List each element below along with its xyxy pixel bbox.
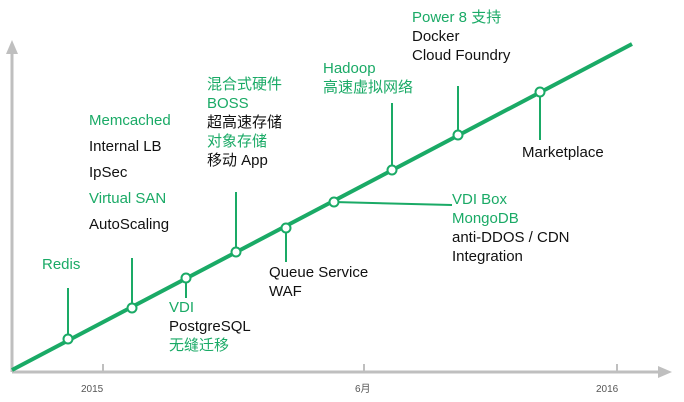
milestone-label-hadoop-1: 高速虚拟网络 xyxy=(323,79,414,96)
milestone-label-memcached-3: Virtual SAN xyxy=(89,190,167,207)
milestone-label-vdibox-1: MongoDB xyxy=(452,210,519,227)
milestone-label-queue-1: WAF xyxy=(269,283,302,300)
milestone-label-hybrid-2: 超高速存储 xyxy=(207,114,283,131)
milestone-label-vdibox-2: anti-DDOS / CDN xyxy=(452,229,570,246)
y-axis-arrow xyxy=(6,40,18,54)
milestone-label-power-0: Power 8 支持 xyxy=(412,9,502,26)
milestone-label-vdi-2: 无缝迁移 xyxy=(169,337,230,354)
milestone-label-power-2: Cloud Foundry xyxy=(412,47,511,64)
connector-vdibox xyxy=(333,201,453,206)
milestone-label-hybrid-0: 混合式硬件 xyxy=(207,76,283,93)
milestone-label-memcached-4: AutoScaling xyxy=(89,216,170,233)
milestone-dot-redis xyxy=(62,333,74,345)
milestone-label-queue-0: Queue Service xyxy=(269,264,369,281)
milestone-dot-memcached xyxy=(126,302,138,314)
milestone-label-memcached-1: Internal LB xyxy=(89,138,162,155)
milestone-label-memcached-0: Memcached xyxy=(89,112,171,129)
tick-label-2016: 2016 xyxy=(596,384,619,395)
x-axis-arrow xyxy=(658,366,672,378)
milestone-label-marketplace-0: Marketplace xyxy=(522,144,604,161)
milestone-dot-vdi xyxy=(180,272,192,284)
milestone-dot-vdibox xyxy=(328,196,340,208)
milestone-label-vdi-1: PostgreSQL xyxy=(169,318,251,335)
milestone-label-memcached-2: IpSec xyxy=(89,164,128,181)
milestone-label-vdi-0: VDI xyxy=(169,299,195,316)
milestone-label-redis-0: Redis xyxy=(42,256,81,273)
tick-label-2015: 2015 xyxy=(81,384,104,395)
milestone-dot-marketplace xyxy=(534,86,546,98)
milestone-label-power-1: Docker xyxy=(412,28,460,45)
milestone-label-vdibox-0: VDI Box xyxy=(452,191,508,208)
milestone-label-vdibox-3: Integration xyxy=(452,248,523,265)
milestone-label-hadoop-0: Hadoop xyxy=(323,60,376,77)
milestone-label-hybrid-3: 对象存储 xyxy=(207,133,268,150)
tick-label-june: 6月 xyxy=(355,384,371,395)
milestone-dot-hybrid xyxy=(230,246,242,258)
milestone-dot-power xyxy=(452,129,464,141)
milestone-dot-queue xyxy=(280,222,292,234)
milestone-dot-hadoop xyxy=(386,164,398,176)
milestone-label-hybrid-1: BOSS xyxy=(207,95,249,112)
milestone-label-hybrid-4: 移动 App xyxy=(207,152,268,169)
timeline-trend-line xyxy=(11,42,633,372)
